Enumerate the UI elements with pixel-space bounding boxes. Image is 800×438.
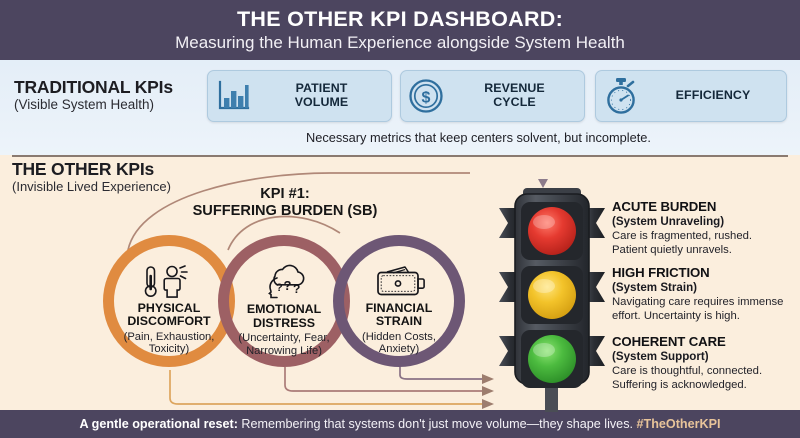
outcome-title: ACUTE BURDEN: [612, 199, 717, 214]
kpi-card-efficiency[interactable]: EFFICIENCY: [595, 70, 787, 122]
ring-physical-title: PHYSICAL DISCOMFORT: [127, 300, 211, 329]
wallet-icon: [373, 264, 425, 299]
ring-sub-line2: Toxicity): [148, 343, 190, 356]
kpi-bracket-arc: [127, 172, 470, 251]
kpi-card-patient-volume-label: PATIENT VOLUME: [258, 81, 391, 110]
poster-header: THE OTHER KPI DASHBOARD: Measuring the H…: [0, 0, 800, 60]
traffic-light-green: [528, 335, 576, 383]
other-kpi-label-primary: THE OTHER KPIs: [12, 159, 155, 179]
svg-text:?: ?: [284, 278, 292, 293]
label-line-2: CYCLE: [493, 95, 536, 109]
flow-arrow-emotional: [284, 367, 482, 392]
ring-emotional-distress[interactable]: ? ? ? EMOTIONAL DISTRESS (Uncertainty, F…: [218, 235, 350, 367]
traditional-kpi-label-secondary: (Visible System Health): [14, 96, 155, 112]
outcome-description: Care is thoughtful, connected. Suffering…: [612, 365, 800, 392]
outcome-subtitle: (System Strain): [612, 280, 698, 294]
flow-arrow-physical: [169, 370, 482, 405]
thermometer-person-icon: [141, 264, 197, 299]
ring-financial-strain[interactable]: FINANCIAL STRAIN (Hidden Costs, Anxiety): [333, 235, 465, 367]
ring-physical-sub: (Pain, Exhaustion, Toxicity): [124, 331, 215, 356]
kpi-card-revenue-cycle[interactable]: $ REVENUE CYCLE: [400, 70, 585, 122]
flow-arrowhead-physical: [482, 399, 494, 409]
outcome-desc-line2: Suffering is acknowledged.: [612, 378, 747, 391]
flow-arrowhead-emotional: [482, 386, 494, 396]
ring-emotional-sub: (Uncertainty, Fear, Narrowing Life): [238, 332, 329, 357]
outcome-desc-line1: Care is thoughtful, connected.: [612, 364, 763, 377]
ring-sub-line2: Narrowing Life): [246, 344, 322, 357]
ring-physical-discomfort[interactable]: PHYSICAL DISCOMFORT (Pain, Exhaustion, T…: [103, 235, 235, 367]
label-line-1: REVENUE: [484, 81, 545, 96]
outcome-desc-line2: Patient quietly unravels.: [612, 243, 732, 256]
label-line-2: VOLUME: [294, 95, 349, 109]
svg-text:?: ?: [276, 282, 283, 294]
traditional-kpi-label-primary: TRADITIONAL KPIs: [14, 77, 173, 97]
outcome-desc-line1: Navigating care requires immense: [612, 295, 784, 308]
outcome-title: HIGH FRICTION: [612, 265, 710, 280]
outcome-desc-line2: effort. Uncertainty is high.: [612, 309, 740, 322]
traffic-light-yellow: [528, 271, 576, 319]
head-storm-cloud-icon: ? ? ?: [255, 264, 313, 300]
ring-emotional-title: EMOTIONAL DISTRESS: [246, 302, 322, 330]
traffic-light-red: [528, 207, 576, 255]
outcome-coherent-care: COHERENT CARE (System Support) Care is t…: [612, 334, 800, 392]
outcome-desc-line1: Care is fragmented, rushed.: [612, 229, 753, 242]
ring-link-arc-1: [227, 215, 341, 251]
kpi-card-efficiency-label: EFFICIENCY: [675, 88, 751, 103]
kpi-card-patient-volume[interactable]: PATIENT VOLUME: [207, 70, 392, 122]
ring-financial-sub: (Hidden Costs, Anxiety): [362, 331, 436, 356]
ring-financial-title: FINANCIAL STRAIN: [365, 300, 433, 329]
poster-subtitle: Measuring the Human Experience alongside…: [175, 32, 625, 52]
footer-text: A gentle operational reset: Remembering …: [80, 417, 721, 431]
flow-arrow-financial: [399, 360, 482, 380]
label-line-1: PATIENT: [295, 81, 348, 96]
ring-sub-line1: (Hidden Costs,: [362, 330, 436, 343]
down-arrow-icon: [538, 179, 548, 188]
poster-footer: A gentle operational reset: Remembering …: [0, 410, 800, 438]
outcome-description: Care is fragmented, rushed. Patient quie…: [612, 230, 800, 257]
dollar-coin-icon: $: [401, 78, 451, 114]
kpi-one-title-line1: KPI #1:: [260, 186, 310, 202]
ring-title-line1: EMOTIONAL: [246, 302, 322, 316]
flow-arrowhead-financial: [482, 374, 494, 384]
footer-hashtag: #TheOtherKPI: [636, 417, 721, 431]
kpi-one-title-line2: SUFFERING BURDEN (SB): [192, 202, 378, 219]
outcome-description: Navigating care requires immense effort.…: [612, 296, 800, 323]
kpi-one-title: KPI #1: SUFFERING BURDEN (SB): [170, 186, 400, 220]
kpi-card-revenue-cycle-label: REVENUE CYCLE: [451, 81, 584, 110]
traditional-kpi-label: TRADITIONAL KPIs (Visible System Health): [14, 78, 214, 113]
outcome-title: COHERENT CARE: [612, 334, 726, 349]
svg-text:?: ?: [293, 282, 300, 296]
poster-title: THE OTHER KPI DASHBOARD:: [236, 7, 564, 32]
ring-title-line2: DISTRESS: [253, 315, 315, 330]
traffic-light: [493, 186, 611, 412]
traffic-light-pole: [545, 382, 558, 412]
ring-title-line1: FINANCIAL: [365, 300, 433, 315]
outcome-subtitle: (System Support): [612, 349, 709, 363]
outcome-subtitle: (System Unraveling): [612, 214, 725, 228]
connector-diagram: [127, 172, 548, 409]
ring-sub-line1: (Uncertainty, Fear,: [238, 332, 330, 345]
footer-body: Remembering that systems don't just move…: [237, 417, 637, 431]
ring-title-line1: PHYSICAL: [137, 300, 201, 315]
ring-sub-line2: Anxiety): [378, 343, 420, 356]
outcome-high-friction: HIGH FRICTION (System Strain) Navigating…: [612, 265, 800, 323]
traditional-kpi-note: Necessary metrics that keep centers solv…: [306, 130, 651, 145]
footer-lead: A gentle operational reset:: [79, 417, 238, 431]
svg-text:$: $: [422, 89, 431, 106]
other-kpi-label: THE OTHER KPIs (Invisible Lived Experien…: [12, 160, 212, 194]
bar-chart-icon: [208, 80, 258, 112]
ring-title-line2: STRAIN: [375, 314, 423, 329]
other-kpi-label-secondary: (Invisible Lived Experience): [12, 178, 171, 194]
outcome-acute-burden: ACUTE BURDEN (System Unraveling) Care is…: [612, 199, 800, 257]
stopwatch-icon: [596, 77, 646, 115]
ring-title-line2: DISCOMFORT: [127, 314, 211, 329]
ring-sub-line1: (Pain, Exhaustion,: [123, 330, 215, 343]
section-divider: [12, 155, 788, 157]
